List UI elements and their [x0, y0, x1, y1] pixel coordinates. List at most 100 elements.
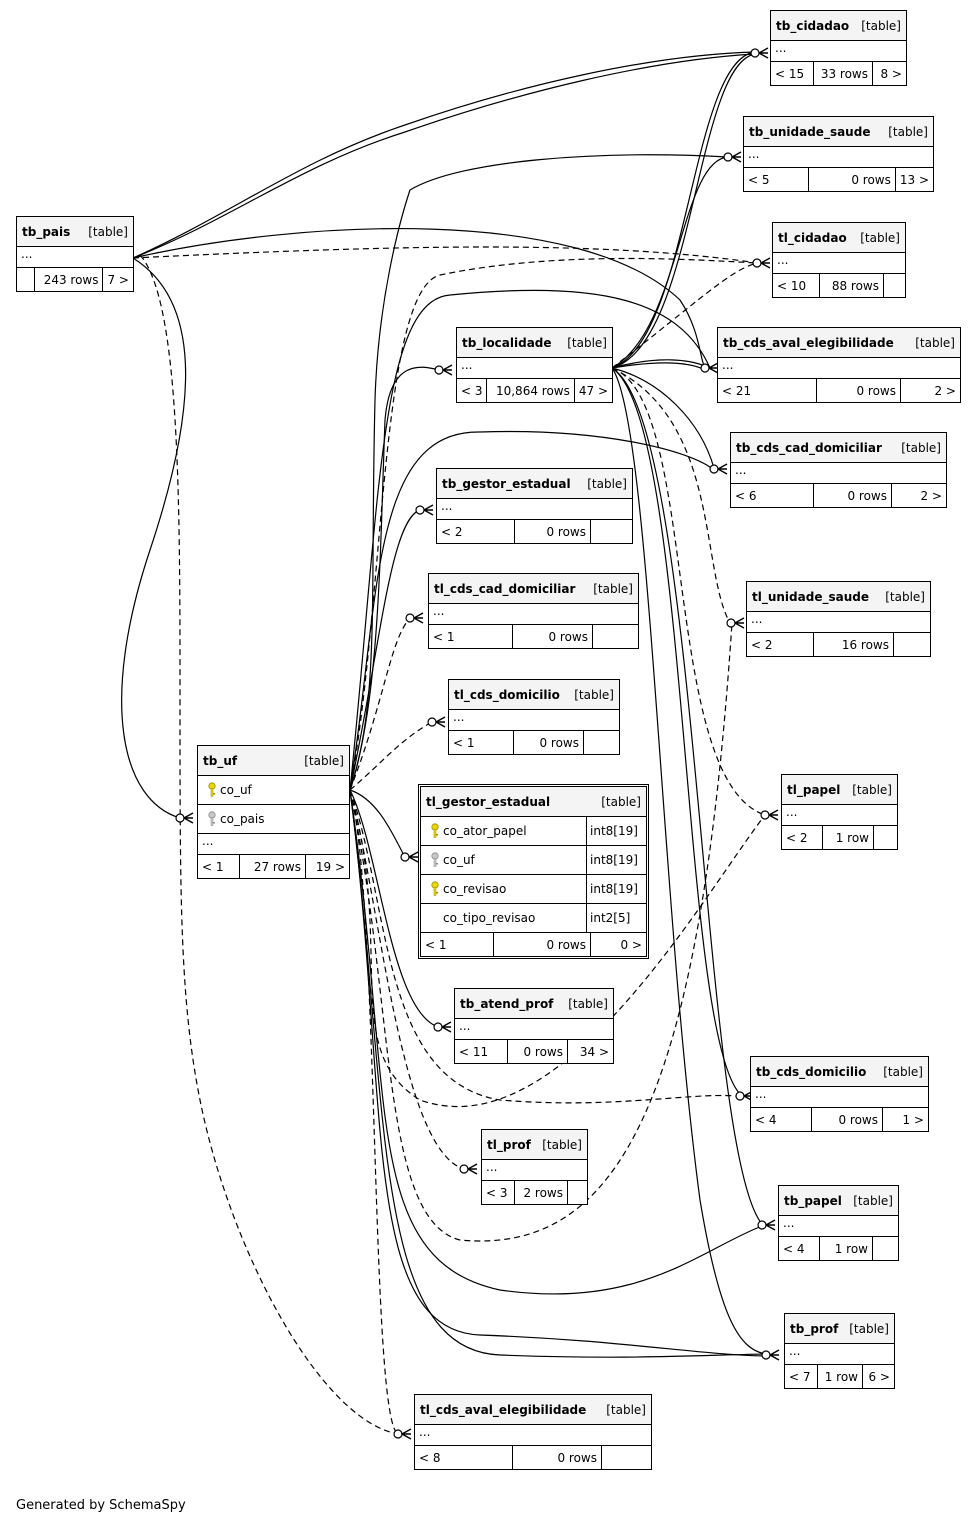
foreign-key-icon: [427, 852, 443, 868]
table-type: [table]: [888, 124, 928, 139]
row-count: 0 rows: [808, 168, 895, 191]
table-type: [table]: [574, 687, 614, 702]
collapsed-columns: ...: [773, 253, 905, 274]
collapsed-columns: ...: [747, 612, 930, 633]
row-count: 2 rows: [514, 1181, 567, 1204]
table-type: [table]: [860, 230, 900, 245]
table-name: tb_papel: [784, 1193, 842, 1208]
collapsed-columns: ...: [718, 358, 960, 379]
table-tl_prof[interactable]: tl_prof[table] ... < 3 2 rows: [481, 1129, 588, 1205]
relationship-edge-tb_uf-22: [349, 789, 767, 1358]
children-count: [567, 1181, 587, 1204]
crows-foot-marker-tb_cidadao: [758, 47, 769, 59]
column-type: int8[19]: [586, 817, 646, 845]
crows-foot-marker-tl_cidadao: [760, 257, 771, 269]
collapsed-columns: ...: [731, 463, 946, 484]
zero-cardinality-marker-tl_cds_aval_elegibilidade: [393, 1429, 403, 1439]
collapsed-columns: ...: [17, 247, 133, 268]
table-name: tl_cidadao: [778, 230, 847, 245]
collapsed-columns: ...: [482, 1160, 587, 1181]
collapsed-columns: ...: [437, 499, 632, 520]
parents-count: < 3: [486, 1185, 508, 1200]
parents-count: < 1: [425, 937, 447, 952]
table-type: [table]: [883, 1064, 923, 1079]
crows-foot-marker-tl_unidade_saude: [734, 617, 745, 629]
crows-foot-marker-tb_atend_prof: [441, 1021, 452, 1033]
parents-count: < 2: [441, 524, 463, 539]
table-header: tl_prof[table]: [482, 1130, 587, 1160]
relationship-edge-tb_localidade-28: [611, 362, 706, 371]
relationship-edge-tb_uf-14: [349, 789, 399, 1435]
row-count: 27 rows: [239, 855, 305, 878]
zero-cardinality-marker-tl_papel: [760, 810, 770, 820]
table-name: tb_cds_aval_elegibilidade: [723, 335, 894, 350]
parents-count: < 4: [755, 1112, 777, 1127]
zero-cardinality-marker-tb_papel: [757, 1220, 767, 1230]
relationship-edge-tb_pais-0: [132, 51, 756, 259]
zero-cardinality-marker-tb_atend_prof: [433, 1022, 443, 1032]
table-name: tb_atend_prof: [460, 996, 554, 1011]
primary-key-icon: [427, 823, 443, 839]
table-header: tl_gestor_estadual[table]: [421, 787, 646, 817]
row-count: 1 row: [817, 1365, 862, 1388]
table-tb_cds_aval_elegibilidade[interactable]: tb_cds_aval_elegibilidade[table] ... < 2…: [717, 327, 961, 403]
collapsed-columns: ...: [785, 1344, 894, 1365]
zero-cardinality-marker-tb_unidade_saude: [723, 152, 733, 162]
collapsed-columns: ...: [457, 358, 612, 379]
zero-cardinality-marker-tb_cds_domicilio: [735, 1091, 745, 1101]
children-count: 6 >: [862, 1365, 894, 1388]
relationship-edge-tb_uf-8: [349, 509, 421, 791]
relationship-edge-tb_localidade-32: [611, 367, 763, 1225]
zero-cardinality-marker-tb_cidadao: [750, 48, 760, 58]
zero-cardinality-marker-tl_cds_cad_domiciliar: [405, 613, 415, 623]
primary-key-icon: [204, 782, 220, 798]
zero-cardinality-marker-tl_gestor_estadual: [400, 852, 410, 862]
parents-count: < 5: [748, 172, 770, 187]
table-header: tl_unidade_saude[table]: [747, 582, 930, 612]
table-type: [table]: [593, 581, 633, 596]
row-count: 0 rows: [507, 1040, 567, 1063]
zero-cardinality-marker-tl_prof: [459, 1164, 469, 1174]
relationship-edge-tb_localidade-35: [611, 367, 766, 816]
table-name: tl_gestor_estadual: [426, 794, 551, 809]
relationship-edge-tb_uf-15: [349, 289, 711, 791]
table-type: [table]: [606, 1402, 646, 1417]
relationship-edge-tb_localidade-27: [611, 359, 706, 369]
relationship-edge-tb_pais-4: [139, 254, 399, 1435]
table-tl_cds_aval_elegibilidade[interactable]: tl_cds_aval_elegibilidade[table] ... < 8…: [414, 1394, 652, 1470]
table-name: tl_cds_cad_domiciliar: [434, 581, 576, 596]
column-type: int2[5]: [586, 904, 646, 932]
zero-cardinality-marker-tb_uf: [175, 813, 185, 823]
table-header: tl_papel[table]: [782, 775, 897, 805]
parents-count: < 11: [459, 1044, 489, 1059]
zero-cardinality-marker-tl_cidadao: [752, 258, 762, 268]
zero-cardinality-marker-tl_cds_domicilio: [427, 717, 437, 727]
row-count: 16 rows: [813, 633, 893, 656]
table-type: [table]: [915, 335, 955, 350]
collapsed-columns: ...: [198, 834, 349, 855]
parents-count: < 1: [453, 735, 475, 750]
